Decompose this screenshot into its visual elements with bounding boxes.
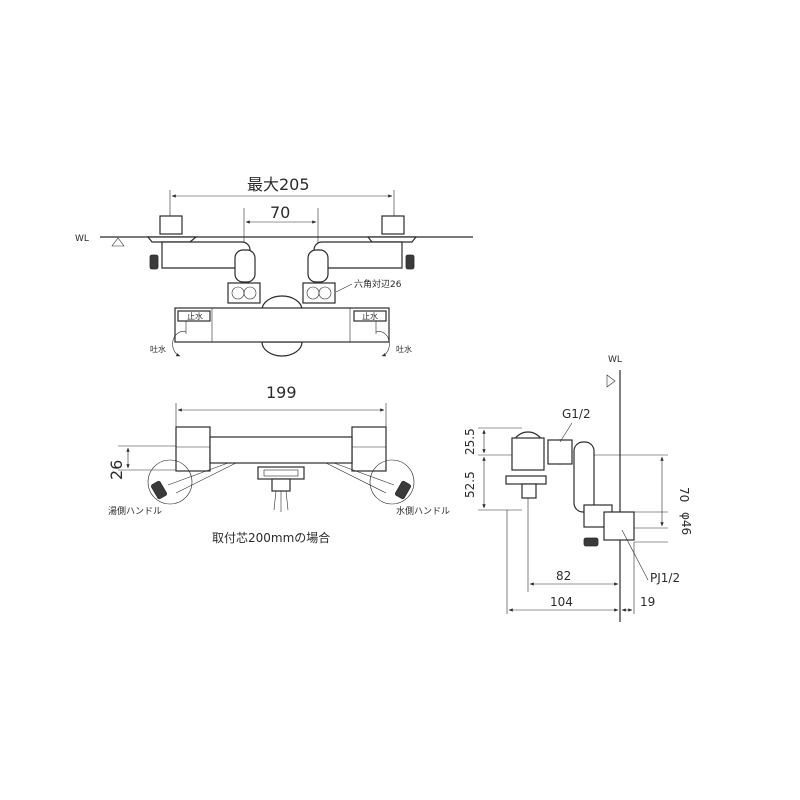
stop-label-left: 止水: [187, 311, 203, 321]
front-water-stream: [273, 490, 289, 512]
dim-70-side-label: 70: [677, 487, 691, 502]
dim-52-5-label: 52.5: [463, 471, 477, 498]
spout-label-left: 吐水: [150, 344, 166, 354]
hot-handle-grip-icon: [151, 480, 167, 500]
side-body-block: [511, 437, 545, 471]
spout-label-right: 吐水: [396, 344, 412, 354]
right-flange: [366, 236, 418, 243]
front-left-pipe: [167, 462, 237, 494]
cold-handle-circle: [369, 459, 415, 505]
right-wall-cap: [381, 215, 405, 235]
pj-thread-label: PJ1/2: [650, 571, 680, 585]
side-union-box: [547, 439, 573, 465]
side-spout-nozzle: [521, 483, 537, 499]
dim-70-label: 70: [270, 203, 290, 222]
front-left-block: [175, 426, 211, 472]
top-view: WL 最大205 70: [75, 175, 473, 357]
right-riser: [307, 249, 329, 283]
dim-82-label: 82: [556, 569, 571, 583]
stop-label-right: 止水: [362, 311, 378, 321]
right-hex-nut-icon: [405, 254, 415, 270]
top-center-knob-upper: [261, 295, 303, 311]
right-hex-ring-b: [318, 286, 332, 300]
right-stop-plate: [353, 310, 387, 322]
right-rotation-arrow-icon: [375, 331, 390, 357]
front-spout-slot: [263, 469, 299, 477]
hex-leader-line: [335, 283, 353, 293]
top-main-body: 止水 止水: [174, 295, 390, 357]
left-rotation-arrow-icon: [172, 331, 187, 357]
left-wall-fitting: [146, 215, 256, 283]
front-spout-nozzle: [271, 478, 291, 492]
dim-199-label: 199: [266, 383, 297, 402]
cold-handle-label: 水側ハンドル: [396, 505, 450, 517]
left-wall-cap: [159, 215, 183, 235]
front-spout-base: [257, 466, 305, 480]
g-thread-label: G1/2: [562, 407, 591, 421]
left-stop-plate: [177, 310, 211, 322]
front-view: 199 26 湯側ハンドル 水側ハンドル 取付芯200mmの場合: [107, 383, 450, 545]
g-leader-line: [559, 422, 573, 443]
right-wall-fitting: [307, 215, 418, 283]
cold-handle-grip-icon: [395, 480, 411, 500]
top-body-bar: [174, 307, 390, 343]
dim-max-205-label: 最大205: [247, 175, 310, 194]
dim-19-label: 19: [640, 595, 655, 609]
pj-leader-line: [621, 529, 649, 581]
front-right-pipe: [325, 462, 395, 494]
top-center-knob: [261, 341, 303, 357]
side-riser-pipe: [573, 441, 595, 513]
front-right-block: [351, 426, 387, 472]
left-hex-ring-b: [243, 286, 257, 300]
hot-handle-label: 湯側ハンドル: [108, 505, 162, 517]
wl-triangle-icon: [111, 237, 125, 247]
hot-handle-circle: [147, 459, 193, 505]
dim-phi46-label: φ46: [679, 512, 693, 535]
dim-104-label: 104: [550, 595, 573, 609]
side-wall-plate: [603, 511, 635, 541]
top-wl-label: WL: [75, 234, 89, 244]
hex-size-label: 六角対辺26: [354, 278, 402, 290]
side-view: WL G1/2 25.5 52.5 70 φ46: [463, 355, 693, 622]
hex-connectors: 六角対辺26: [227, 278, 402, 304]
left-flange: [146, 236, 198, 243]
side-valve-nut-icon: [583, 537, 599, 547]
side-wl-label: WL: [608, 355, 622, 365]
front-body-bar: [209, 436, 353, 464]
dim-25-5-label: 25.5: [463, 428, 477, 455]
mounting-caption: 取付芯200mmの場合: [212, 530, 330, 545]
left-hex-nut-icon: [149, 254, 159, 270]
left-riser: [234, 249, 256, 283]
side-spout-plate: [505, 475, 547, 485]
side-wl-triangle-icon: [606, 374, 616, 388]
dim-26-label: 26: [107, 460, 126, 480]
